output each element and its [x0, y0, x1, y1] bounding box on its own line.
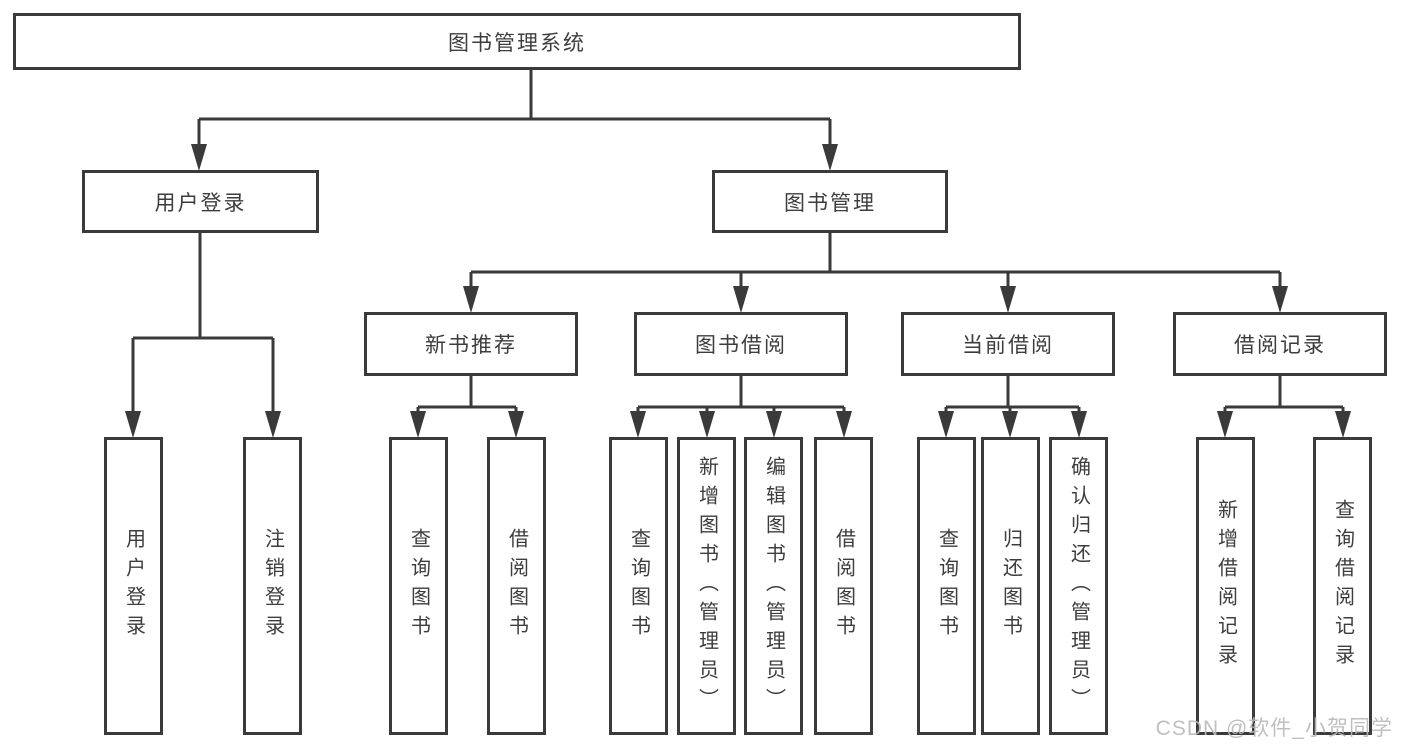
leaf-edit-book-admin: 编辑图书（管理员） [744, 437, 803, 735]
node-user-login: 用户登录 [82, 170, 319, 233]
leaf-add-borrow-record: 新增借阅记录 [1196, 437, 1255, 735]
arrowhead-book-management [822, 144, 838, 171]
leaf-query-book-recommend: 查询图书 [389, 437, 448, 735]
arrowhead-new-book-recommend [463, 286, 479, 313]
leaf-return-book: 归还图书 [981, 437, 1040, 735]
leaf-query-book-borrow: 查询图书 [609, 437, 668, 735]
node-current-borrow-label: 当前借阅 [962, 334, 1054, 357]
leaf-logout-label: 注销登录 [261, 528, 284, 644]
leaf-add-borrow-record-label: 新增借阅记录 [1214, 499, 1237, 673]
csdn-watermark: CSDN @软件_小贺同学 [1155, 717, 1393, 740]
leaf-borrow-book-recommend: 借阅图书 [487, 437, 546, 735]
leaf-confirm-return-admin: 确认归还（管理员） [1049, 437, 1108, 735]
leaf-add-book-admin-label: 新增图书（管理员） [695, 455, 718, 717]
leaf-query-book-current-label: 查询图书 [935, 528, 958, 644]
leaf-borrow-book-label: 借阅图书 [832, 528, 855, 644]
arrowhead-current-borrow [1000, 286, 1016, 313]
node-new-book-recommend: 新书推荐 [364, 312, 578, 376]
leaf-query-book-borrow-label: 查询图书 [627, 528, 650, 644]
node-book-borrow-label: 图书借阅 [695, 334, 787, 357]
node-root: 图书管理系统 [13, 13, 1021, 70]
node-root-label: 图书管理系统 [448, 31, 586, 55]
node-book-borrow: 图书借阅 [634, 312, 848, 376]
leaf-borrow-book: 借阅图书 [814, 437, 873, 735]
node-borrow-records-label: 借阅记录 [1234, 334, 1326, 357]
leaf-confirm-return-admin-label: 确认归还（管理员） [1067, 455, 1090, 717]
leaf-user-login-label: 用户登录 [122, 528, 145, 644]
leaf-add-book-admin: 新增图书（管理员） [677, 437, 736, 735]
node-new-book-recommend-label: 新书推荐 [425, 334, 517, 357]
node-book-management: 图书管理 [712, 170, 948, 233]
leaf-query-book-current: 查询图书 [917, 437, 976, 735]
arrowhead-book-borrow [733, 286, 749, 313]
arrowhead-leaf-logout [265, 411, 281, 438]
leaf-edit-book-admin-label: 编辑图书（管理员） [762, 455, 785, 717]
node-user-login-label: 用户登录 [154, 191, 247, 215]
leaf-borrow-book-recommend-label: 借阅图书 [505, 528, 528, 644]
leaf-user-login: 用户登录 [104, 437, 163, 735]
leaf-logout: 注销登录 [243, 437, 302, 735]
leaf-query-borrow-record-label: 查询借阅记录 [1331, 499, 1354, 673]
arrowhead-user-login [191, 144, 207, 171]
leaf-query-borrow-record: 查询借阅记录 [1313, 437, 1372, 735]
arrowhead-borrow-records [1272, 286, 1288, 313]
node-book-management-label: 图书管理 [784, 191, 876, 215]
leaf-return-book-label: 归还图书 [999, 528, 1022, 644]
node-current-borrow: 当前借阅 [901, 312, 1115, 376]
node-borrow-records: 借阅记录 [1173, 312, 1387, 376]
leaf-query-book-recommend-label: 查询图书 [407, 528, 430, 644]
arrowhead-leaf-user-login [125, 411, 141, 438]
